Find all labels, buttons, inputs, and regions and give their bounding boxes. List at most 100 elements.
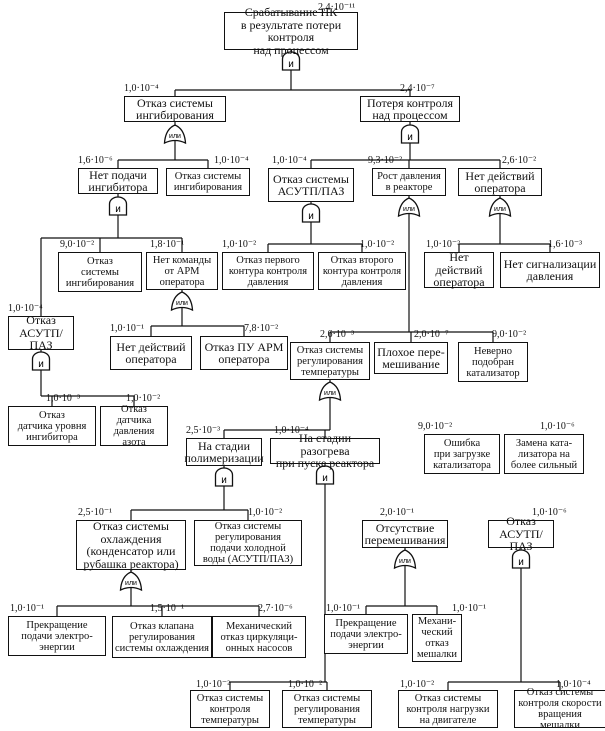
and-gate-label: и [308,211,314,222]
probability-pressure-rise: 9,3·10⁻² [368,155,403,166]
or-gate-label: или [324,390,336,397]
event-asutp-paz-2: Отказ АСУТП/ПАЗ [8,314,74,352]
probability-inhib-fail: 1,0·10⁻⁴ [124,83,159,94]
probability-pump-fail: 2,7·10⁻⁶ [258,603,293,614]
probability-cooling-fail: 2,5·10⁻¹ [78,507,113,518]
probability-mixer-mech-fail: 1,0·10⁻¹ [452,603,487,614]
or-gate-label: или [494,206,506,213]
probability-temp-reg-fail: 2,6·10⁻³ [320,329,355,340]
or-gate-label: или [125,580,137,587]
event-polymerization-stage: На стадии полимеризации [184,438,264,466]
event-no-inhib-feed: Нет подачи ингибитора [78,168,158,194]
probability-pressure-ctrl-1: 1,0·10⁻² [222,239,257,250]
and-gate-symbol [108,196,128,216]
probability-heatup-stage: 1,0·10⁻⁴ [274,425,309,436]
and-gate-label: и [38,359,44,370]
probability-top: 2,4·10⁻¹¹ [318,2,356,13]
probability-motor-load-ctrl: 1,0·10⁻² [400,679,435,690]
or-gate-label: или [169,133,181,140]
probability-pressure-ctrl-2: 1,0·10⁻² [360,239,395,250]
probability-power-loss-2: 1,0·10⁻¹ [326,603,361,614]
event-nitrogen-pressure-sensor: Отказ датчика давления азота [100,404,168,448]
probability-no-cmd-arm: 1,8·10⁻¹ [150,239,185,250]
or-gate-label: или [399,558,411,565]
event-no-cmd-arm: Нет команды от АРМ оператора [146,252,218,290]
event-power-loss-2: Прекращение подачи электро- энергии [324,614,408,654]
event-arm-software-fail: Отказ ПУ АРМ оператора [200,336,288,370]
event-no-operator-action2: Нет действий оператора [424,251,494,289]
probability-no-inhib-feed: 1,6·10⁻⁶ [78,155,113,166]
event-wrong-catalyst: Неверно подобран катализатор [458,342,528,382]
probability-temp-reg-fail2: 1,0·10⁻² [288,679,323,690]
event-loss-control: Потеря контроля над процессом [360,96,460,122]
event-no-operator-action3: Нет действий оператора [110,336,192,370]
event-cold-water-reg-fail: Отказ системы регулирования подачи холод… [194,520,302,566]
probability-polymerization-stage: 2,5·10⁻³ [186,425,221,436]
probability-mixer-speed-ctrl: 1,0·10⁻⁴ [556,679,591,690]
and-gate-label: и [288,59,294,70]
and-gate-label: и [518,557,524,568]
event-power-loss-1: Прекращение подачи электро- энергии [8,616,106,656]
event-inhib-level-sensor: Отказ датчика уровня ингибитора [8,406,96,446]
probability-catalyst-load-error: 9,0·10⁻² [418,421,453,432]
probability-no-pressure-alarm: 1,6·10⁻³ [548,239,583,250]
probability-asutp-paz-1: 1,0·10⁻⁴ [272,155,307,166]
and-gate-label: и [322,473,328,484]
probability-loss-control: 2,4·10⁻⁷ [400,83,435,94]
probability-cooling-valve-fail: 1,5·10⁻¹ [150,603,185,614]
event-inhib-fail3: Отказ системы ингибирования [58,252,142,292]
event-pressure-ctrl-2: Отказ второго контура контроля давления [318,252,406,290]
probability-arm-software-fail: 7,8·10⁻² [244,323,279,334]
event-temp-reg-fail: Отказ системы регулирования температуры [290,342,370,380]
and-gate-symbol [315,465,335,485]
event-catalyst-load-error: Ошибка при загрузке катализатора [424,434,500,474]
event-inhib-fail2: Отказ системы ингибирования [166,168,250,196]
probability-no-operator-action3: 1,0·10⁻¹ [110,323,145,334]
event-temp-ctrl-fail: Отказ системы контроля температуры [190,690,270,728]
and-gate-label: и [407,132,413,143]
probability-asutp-paz-3: 1,0·10⁻⁶ [532,507,567,518]
probability-asutp-paz-2: 1,0·10⁻⁴ [8,303,43,314]
and-gate-symbol [31,351,51,371]
probability-catalyst-replace: 1,0·10⁻⁶ [540,421,575,432]
and-gate-label: и [115,204,121,215]
event-temp-reg-fail2: Отказ системы регулирования температуры [282,690,372,728]
probability-inhib-level-sensor: 1,0·10⁻³ [46,393,81,404]
event-no-operator-action: Нет действий оператора [458,168,542,196]
probability-power-loss-1: 1,0·10⁻¹ [10,603,45,614]
event-motor-load-ctrl: Отказ системы контроля нагрузки на двига… [398,690,498,728]
and-gate-symbol [400,124,420,144]
probability-no-operator-action2: 1,0·10⁻² [426,239,461,250]
probability-inhib-fail3: 9,0·10⁻² [60,239,95,250]
and-gate-label: и [221,475,227,486]
event-asutp-paz-3: Отказ АСУТП/ПАЗ [488,515,554,553]
event-pressure-rise: Рост давления в реакторе [372,168,446,196]
event-heatup-stage: На стадии разогрева при пуске реактора [270,432,380,470]
probability-poor-mixing: 2,0·10⁻⁷ [414,329,449,340]
event-no-mixing: Отсутствие перемешивания [362,520,448,548]
probability-inhib-fail2: 1,0·10⁻⁴ [214,155,249,166]
probability-cold-water-reg-fail: 1,0·10⁻² [248,507,283,518]
event-pressure-ctrl-1: Отказ первого контура контроля давления [222,252,314,290]
probability-no-mixing: 2,0·10⁻¹ [380,507,415,518]
probability-wrong-catalyst: 9,0·10⁻² [492,329,527,340]
probability-temp-ctrl-fail: 1,0·10⁻² [196,679,231,690]
and-gate-symbol [511,549,531,569]
probability-nitrogen-pressure-sensor: 1,0·10⁻² [126,393,161,404]
event-inhib-fail: Отказ системы ингибирования [124,96,226,122]
and-gate-symbol [301,203,321,223]
event-top: Срабатывание ПК в результате потери конт… [224,6,358,56]
event-pump-fail: Механический отказ циркуляци- онных насо… [212,616,306,658]
event-cooling-valve-fail: Отказ клапана регулирования системы охла… [112,616,212,658]
event-mixer-speed-ctrl: Отказ системы контроля скорости вращения… [514,687,605,731]
event-catalyst-replace: Замена ката- лизатора на более сильный [504,434,584,474]
and-gate-symbol [281,51,301,71]
event-cooling-fail: Отказ системы охлаждения (конденсатор ил… [76,520,186,570]
event-mixer-mech-fail: Механи- ческий отказ мешалки [412,614,462,662]
probability-no-operator-action: 2,6·10⁻² [502,155,537,166]
event-asutp-paz-1: Отказ системы АСУТП/ПАЗ [268,168,354,202]
event-poor-mixing: Плохое пере- мешивание [374,342,448,374]
or-gate-label: или [176,300,188,307]
or-gate-label: или [403,206,415,213]
